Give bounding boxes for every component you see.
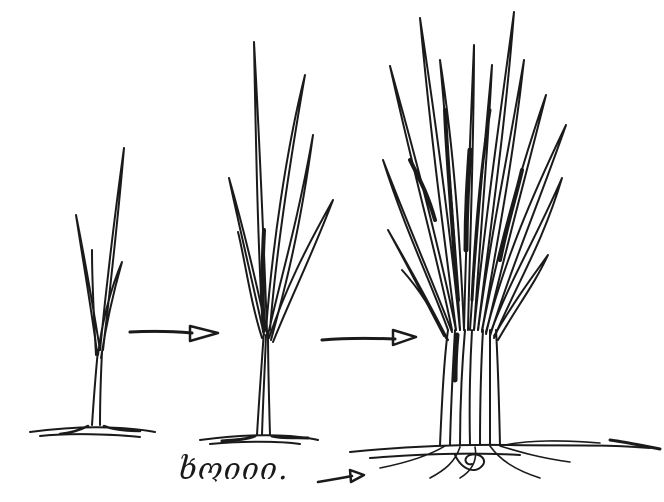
young-stem xyxy=(257,330,270,435)
arrow-shaft xyxy=(318,476,352,482)
arrow-1 xyxy=(130,326,218,341)
clump-root-ball xyxy=(455,454,484,470)
clump-blade xyxy=(410,160,435,220)
arrow-shaft xyxy=(322,338,395,340)
young-blade xyxy=(263,230,265,330)
arrow-head xyxy=(190,326,218,341)
seedling-blade xyxy=(76,215,100,352)
arrow-head xyxy=(393,330,416,345)
arrow-2 xyxy=(322,330,416,345)
clump-blade xyxy=(466,150,470,250)
clump-stems xyxy=(440,330,500,445)
young-blade xyxy=(254,42,267,332)
seedling-blade xyxy=(92,250,96,355)
caption-arrow xyxy=(318,470,364,482)
seedling-stem xyxy=(92,350,102,425)
young-plant xyxy=(200,42,333,444)
clump-blade xyxy=(500,170,522,260)
mature-clump xyxy=(350,12,660,478)
handwritten-caption: ხოიიი. xyxy=(178,455,289,485)
seedling-plant xyxy=(30,148,155,437)
arrow-shaft xyxy=(130,331,192,333)
clump-blade xyxy=(455,335,457,380)
